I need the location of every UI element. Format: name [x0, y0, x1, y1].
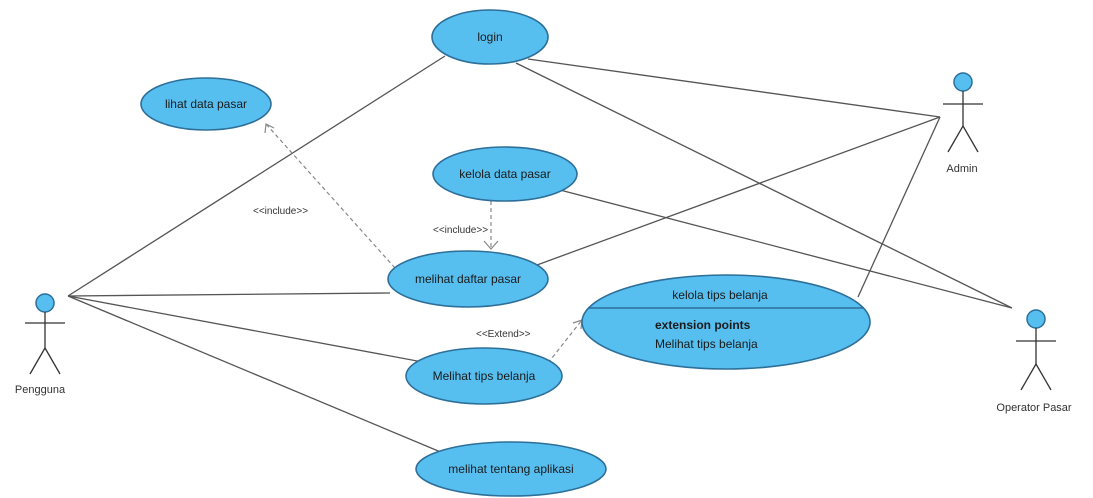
use-case-melihat-daftar-pasar-label: melihat daftar pasar — [415, 272, 521, 286]
use-case-melihat-daftar-pasar-shape — [387, 250, 549, 308]
assoc-pengguna-melihat-daftar-pasar — [67, 292, 391, 297]
actor-admin-label: Admin — [946, 163, 977, 175]
actor-operator-pasar-right-leg — [1035, 363, 1052, 391]
assoc-operator-kelola-data-pasar — [559, 189, 1013, 309]
actor-pengguna[interactable]: Pengguna — [15, 293, 66, 396]
actor-admin[interactable]: Admin — [943, 72, 983, 175]
use-case-kelola-tips-belanja-label: kelola tips belanja — [672, 288, 768, 302]
use-case-kelola-data-pasar[interactable]: kelola data pasar — [432, 146, 578, 202]
use-case-melihat-tentang-aplikasi-shape — [415, 441, 607, 497]
include-left-line — [265, 123, 396, 269]
use-case-melihat-tips-belanja-shape — [405, 347, 563, 405]
assoc-operator-login — [515, 62, 1013, 309]
include-center-label: <<include>> — [433, 225, 488, 236]
use-case-kelola-tips-belanja-shape — [581, 274, 871, 370]
actor-pengguna-left-leg — [29, 347, 46, 375]
assoc-admin-kelola-tips-belanja — [857, 116, 941, 298]
actor-operator-pasar-label: Operator Pasar — [996, 402, 1072, 414]
assoc-admin-login — [527, 58, 941, 118]
use-case-melihat-tentang-aplikasi[interactable]: melihat tentang aplikasi — [415, 441, 607, 497]
extension-point-item: Melihat tips belanja — [655, 337, 758, 351]
use-case-lihat-data-pasar-label: lihat data pasar — [165, 97, 247, 111]
actor-operator-pasar-left-leg — [1020, 363, 1037, 391]
assoc-pengguna-melihat-tips-belanja — [67, 295, 429, 364]
include-left-label: <<include>> — [253, 206, 308, 217]
use-case-login[interactable]: login — [431, 9, 549, 65]
use-case-lihat-data-pasar-shape — [140, 77, 272, 131]
use-case-melihat-daftar-pasar[interactable]: melihat daftar pasar — [387, 250, 549, 308]
use-case-login-label: login — [477, 30, 502, 44]
dependency-lines: <<include>> <<include>> <<Extend>> — [253, 123, 583, 364]
extend-label: <<Extend>> — [476, 329, 531, 340]
use-case-melihat-tips-belanja-label: Melihat tips belanja — [433, 369, 536, 383]
extend-line — [547, 319, 583, 364]
actor-operator-pasar-head — [1026, 309, 1046, 329]
actor-admin-head — [953, 72, 973, 92]
actor-admin-right-leg — [962, 125, 979, 153]
use-case-melihat-tentang-aplikasi-label: melihat tentang aplikasi — [448, 462, 573, 476]
actor-admin-left-leg — [947, 125, 964, 153]
assoc-pengguna-melihat-tentang-aplikasi — [67, 295, 456, 459]
actor-pengguna-label: Pengguna — [15, 384, 66, 396]
use-case-login-shape — [431, 9, 549, 65]
assoc-pengguna-login — [67, 55, 446, 297]
extension-points-title: extension points — [655, 318, 751, 332]
use-case-melihat-tips-belanja[interactable]: Melihat tips belanja — [405, 347, 563, 405]
include-center-arrowhead — [483, 240, 499, 250]
actor-pengguna-right-leg — [44, 347, 61, 375]
assoc-admin-melihat-daftar-pasar — [536, 116, 941, 266]
actor-pengguna-head — [35, 293, 55, 313]
actor-operator-pasar[interactable]: Operator Pasar — [996, 309, 1072, 414]
use-case-kelola-tips-belanja[interactable]: kelola tips belanja extension points Mel… — [581, 274, 871, 370]
association-lines — [67, 55, 1013, 459]
include-left-arrowhead — [264, 123, 275, 134]
use-case-kelola-data-pasar-shape — [432, 146, 578, 202]
use-case-kelola-data-pasar-label: kelola data pasar — [459, 167, 550, 181]
use-case-lihat-data-pasar[interactable]: lihat data pasar — [140, 77, 272, 131]
